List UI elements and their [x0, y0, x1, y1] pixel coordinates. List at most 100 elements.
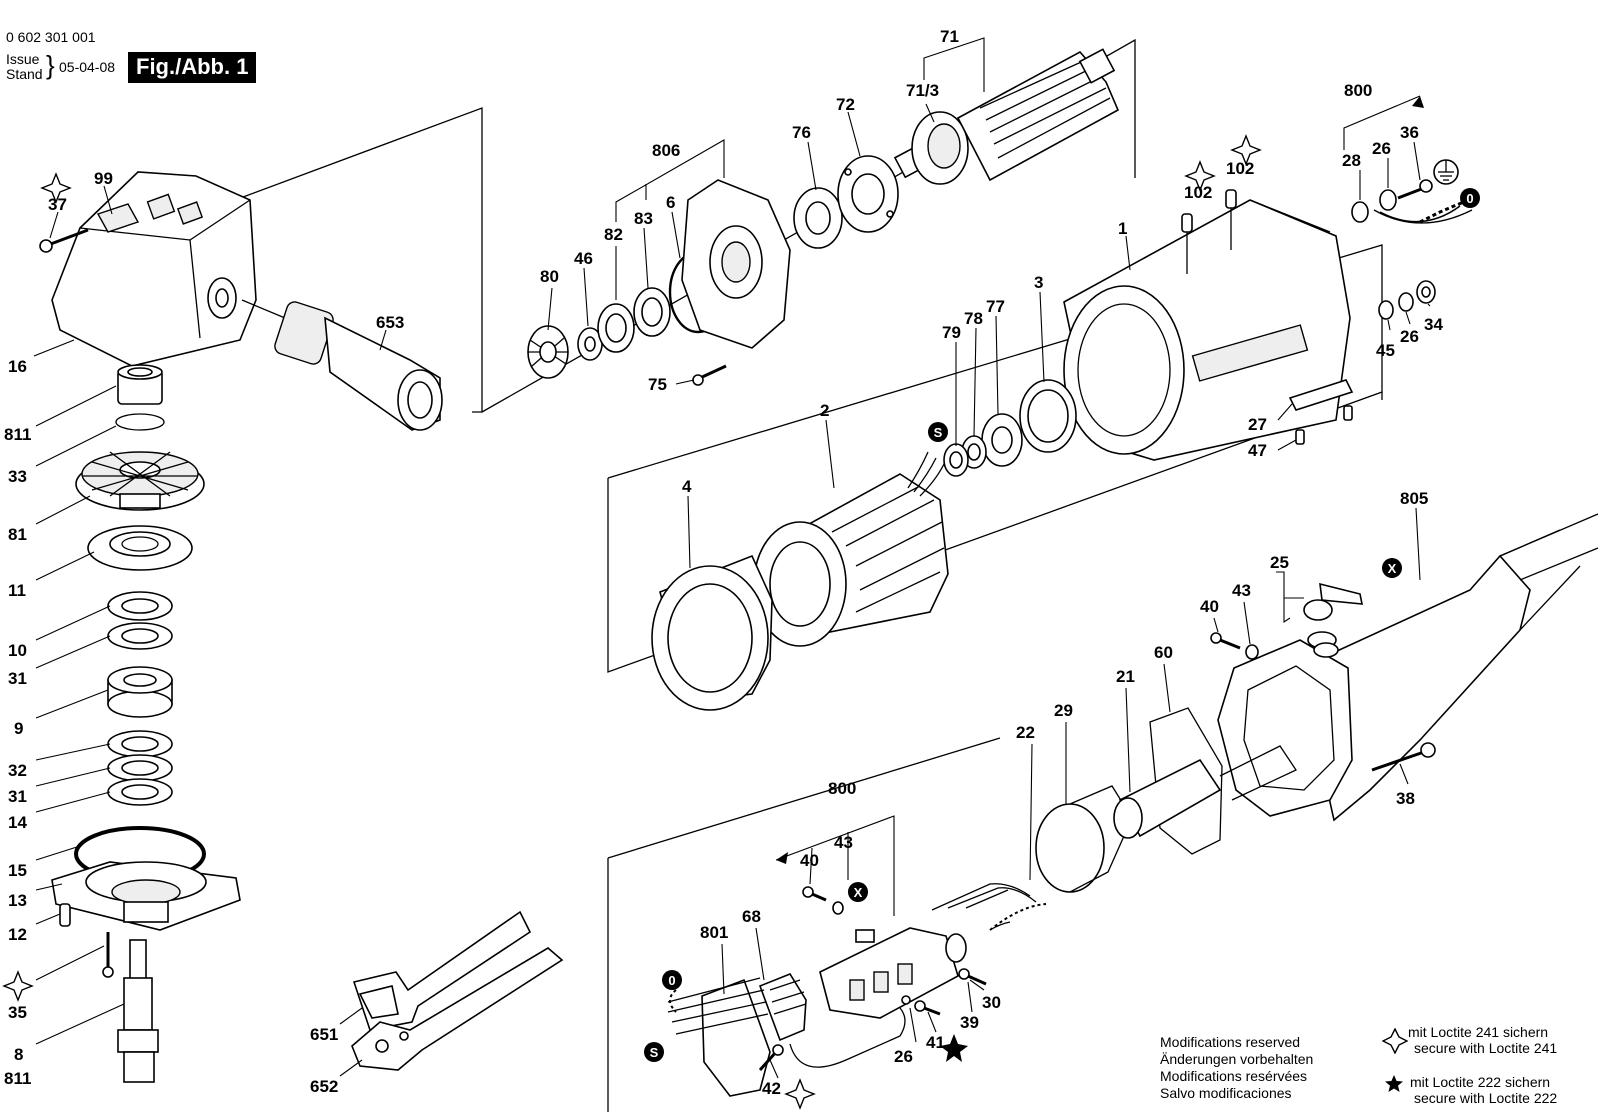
label-801: 801 — [700, 923, 728, 942]
loctite-241-icon — [1382, 1028, 1408, 1054]
label-71: 71 — [940, 27, 959, 46]
pinion-80 — [527, 325, 569, 379]
screw-75 — [692, 364, 727, 386]
label-71-3: 71/3 — [906, 81, 939, 100]
label-11: 11 — [8, 581, 26, 600]
label-46: 46 — [574, 249, 593, 268]
label-4: 4 — [682, 477, 692, 496]
label-plate-99 — [96, 203, 140, 233]
ground-symbol-icon — [1433, 159, 1459, 185]
terminal-28-26-36 — [1351, 179, 1473, 224]
label-800-top: 800 — [1344, 81, 1372, 100]
label-27: 27 — [1248, 415, 1267, 434]
label-26-top: 26 — [1372, 139, 1391, 158]
connector-68 — [758, 973, 807, 1042]
label-15: 15 — [8, 861, 27, 880]
washer-79 — [943, 443, 969, 477]
label-29: 29 — [1054, 701, 1073, 720]
label-75: 75 — [648, 375, 667, 394]
insulating-sleeve-4 — [651, 554, 773, 711]
set-screw-102-right — [1225, 189, 1237, 250]
wire-0-lower — [669, 989, 677, 1013]
svg-text:S: S — [650, 1045, 659, 1060]
issue-date: 05-04-08 — [59, 59, 116, 75]
label-811-top: 811 — [4, 425, 31, 444]
label-31-lower: 31 — [8, 787, 27, 806]
svg-text:0: 0 — [1466, 191, 1473, 206]
bearing-flange-72 — [837, 155, 899, 233]
label-102-left: 102 — [1184, 183, 1212, 202]
label-16: 16 — [8, 357, 27, 376]
callout-s-bottom: S — [644, 1042, 664, 1062]
label-26-right: 26 — [1400, 327, 1419, 346]
ball-bearing-77 — [981, 413, 1023, 467]
label-6: 6 — [666, 193, 675, 212]
label-14: 14 — [8, 813, 27, 832]
label-102-right: 102 — [1226, 159, 1254, 178]
label-811-bottom: 811 — [4, 1069, 31, 1088]
label-43-lower: 43 — [834, 833, 853, 852]
callout-s-top: S — [928, 422, 948, 442]
loctite-241-marker-icons — [2, 134, 1262, 1110]
label-77: 77 — [986, 297, 1005, 316]
label-81: 81 — [8, 525, 27, 544]
washer-31-upper — [107, 622, 173, 650]
label-43-upper: 43 — [1232, 581, 1251, 600]
label-40-upper: 40 — [1200, 597, 1219, 616]
label-805: 805 — [1400, 489, 1428, 508]
screws-40-43-lower — [802, 886, 844, 915]
label-9: 9 — [14, 719, 23, 738]
washer-46 — [577, 327, 603, 361]
label-28: 28 — [1342, 151, 1361, 170]
label-80: 80 — [540, 267, 559, 286]
cable-clamp-29 — [1035, 785, 1133, 893]
label-33: 33 — [8, 467, 27, 486]
washer-32 — [107, 730, 173, 758]
needle-sleeve-811 — [117, 364, 163, 405]
screw-35 — [102, 932, 114, 978]
screw-42 — [758, 1044, 784, 1071]
bearing-flange-11 — [87, 525, 193, 571]
ring-82 — [597, 303, 635, 353]
ball-bearing-9 — [107, 666, 173, 718]
ball-bearing-76 — [793, 187, 843, 249]
armature-71 — [893, 48, 1120, 185]
svg-text:0: 0 — [668, 973, 675, 988]
label-76: 76 — [792, 123, 811, 142]
label-36: 36 — [1400, 123, 1419, 142]
figure-badge: Fig./Abb. 1 — [128, 52, 257, 83]
label-8: 8 — [14, 1045, 23, 1064]
label-35: 35 — [8, 1003, 27, 1022]
label-83: 83 — [634, 209, 653, 228]
legend-241-en: secure with Loctite 241 — [1414, 1040, 1558, 1056]
legend-241-de: mit Loctite 241 sichern — [1408, 1024, 1549, 1040]
ring-83 — [633, 287, 671, 337]
note-line-1: Modifications reserved — [1160, 1034, 1301, 1050]
legend-222-de: mit Loctite 222 sichern — [1410, 1074, 1551, 1090]
brace-icon: } — [46, 50, 55, 80]
label-38: 38 — [1396, 789, 1415, 808]
label-79: 79 — [942, 323, 961, 342]
nut-45-26-34 — [1378, 280, 1436, 320]
stand-label: Stand — [6, 66, 43, 82]
label-60: 60 — [1154, 643, 1173, 662]
washer-14 — [107, 778, 173, 806]
label-45: 45 — [1376, 341, 1395, 360]
screws-30-39-41 — [901, 968, 987, 1016]
bevel-gear-81 — [75, 451, 205, 511]
bearing-ring-3 — [1019, 379, 1077, 453]
label-25: 25 — [1270, 553, 1289, 572]
bearing-plate-806 — [681, 179, 791, 349]
issue-label: Issue — [6, 51, 40, 67]
label-653: 653 — [376, 313, 404, 332]
motor-cover-60 — [1217, 639, 1353, 817]
spindle-8 — [117, 939, 159, 1083]
screw-40-43-upper — [1210, 632, 1259, 660]
note-line-4: Salvo modificaciones — [1160, 1085, 1292, 1101]
label-42: 42 — [762, 1079, 781, 1098]
washer-31-lower — [107, 754, 173, 782]
panel-frames — [234, 38, 1383, 1112]
cable-sleeve — [1113, 745, 1297, 839]
callout-x-right: X — [1382, 558, 1402, 578]
